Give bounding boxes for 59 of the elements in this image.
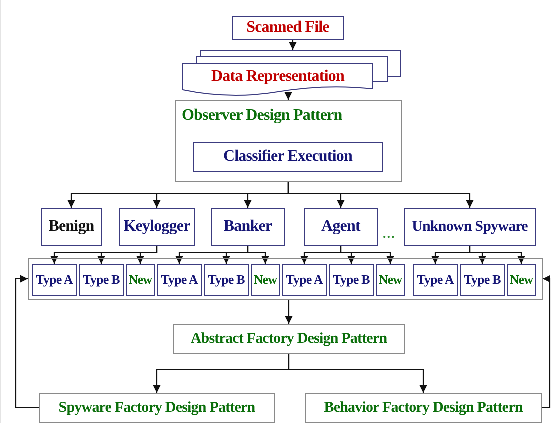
process-box [157, 264, 202, 296]
process-box [460, 264, 505, 296]
process-box [413, 264, 458, 296]
arrow [136, 246, 158, 264]
arrow [288, 182, 474, 208]
node-label: New [510, 272, 534, 288]
process-box [173, 324, 405, 354]
node-label: Type B [208, 272, 245, 288]
node-label: Banker [224, 218, 272, 236]
arrow [285, 300, 293, 324]
process-box [39, 393, 275, 423]
process-box [376, 264, 405, 296]
group-box [28, 258, 543, 300]
process-box [304, 208, 378, 246]
node-label: Behavior Factory Design Pattern [324, 400, 523, 416]
node-label: Scanned File [246, 19, 330, 37]
node-label: Agent [322, 218, 360, 236]
process-box [305, 393, 542, 423]
process-box [32, 264, 77, 296]
node-label: Unknown Spyware [412, 218, 528, 236]
process-box [41, 208, 102, 246]
node-label: New [378, 272, 402, 288]
process-box [193, 142, 383, 172]
process-box [119, 208, 195, 246]
node-label: Type B [464, 272, 501, 288]
arrow [284, 92, 292, 100]
process-box [204, 264, 249, 296]
process-box [211, 208, 285, 246]
arrow [542, 275, 551, 409]
process-box [79, 264, 124, 296]
node-label: Keylogger [124, 218, 190, 236]
node-label: Benign [48, 218, 94, 236]
node-label: Spyware Factory Design Pattern [58, 400, 256, 416]
process-box [404, 208, 536, 246]
process-box [232, 16, 344, 40]
node-label: Type A [36, 272, 73, 288]
node-label: Type B [333, 272, 370, 288]
node-label: Abstract Factory Design Pattern [190, 330, 388, 348]
arrow [247, 246, 270, 264]
node-label: Type A [286, 272, 323, 288]
arrow [288, 354, 428, 393]
arrow [340, 246, 394, 264]
process-box [329, 264, 374, 296]
ellipsis-text: ... [383, 226, 396, 242]
arrow [289, 40, 297, 50]
node-label: New [254, 272, 278, 288]
node-label: Observer Design Pattern [182, 107, 342, 125]
node-label: Type A [417, 272, 454, 288]
node-label: Type B [83, 272, 120, 288]
arrow [15, 275, 39, 409]
process-box [282, 264, 327, 296]
process-box [126, 264, 155, 296]
process-box [251, 264, 280, 296]
process-box [507, 264, 536, 296]
node-label: New [128, 272, 152, 288]
container-box [175, 100, 402, 182]
node-label: Classifier Execution [223, 148, 353, 166]
arrow [469, 246, 526, 264]
node-label: Type A [161, 272, 198, 288]
